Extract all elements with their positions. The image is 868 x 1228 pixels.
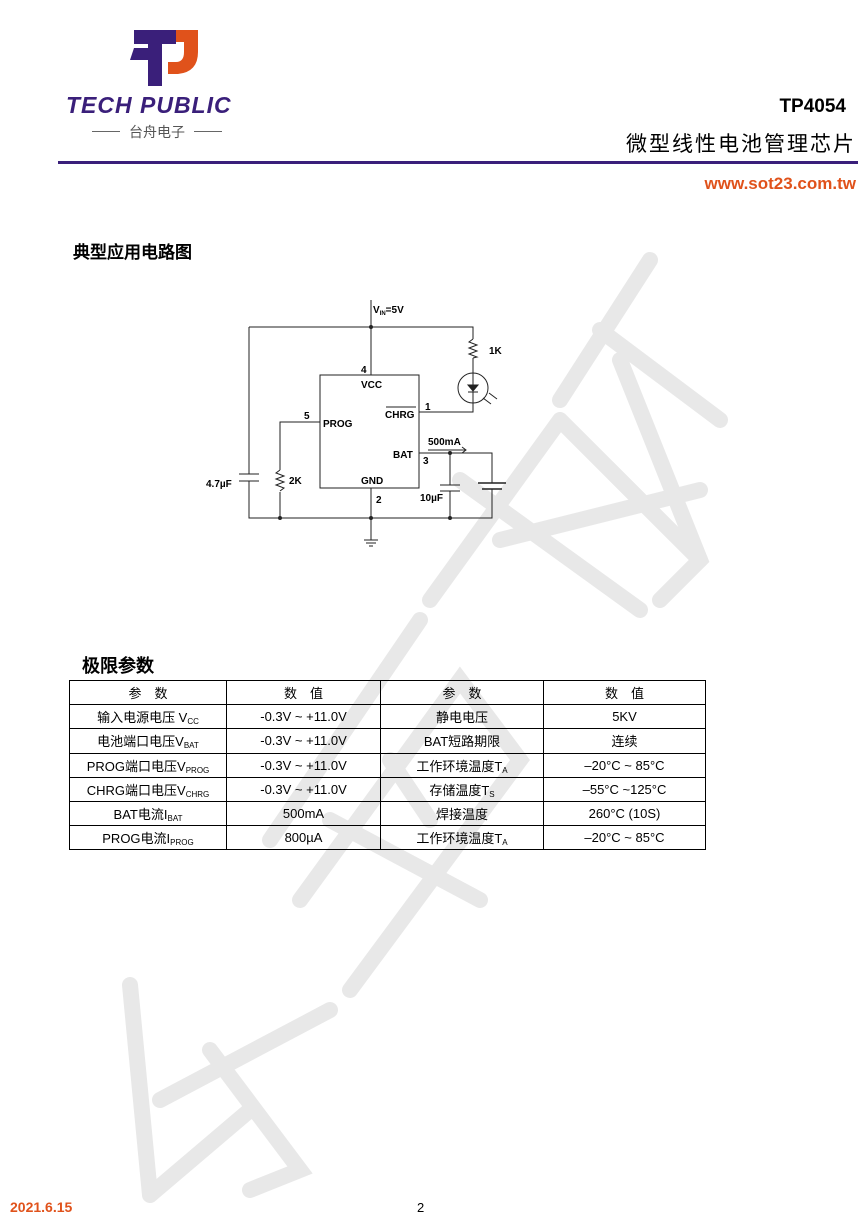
value-cell: -0.3V ~ +11.0V	[226, 728, 381, 754]
header-value: 数 值	[543, 679, 706, 706]
pin-4: 4	[361, 365, 367, 376]
circuit-diagram: VIN=5V 1K 2K 4.7µF 10µF 500mA 4 VCC 5 PR…	[206, 300, 506, 547]
battery	[478, 482, 506, 490]
part-number: TP4054	[779, 96, 846, 117]
brand-name: TECH PUBLIC	[66, 92, 232, 118]
section-title-circuit: 典型应用电路图	[73, 243, 192, 262]
pin-gnd: GND	[361, 476, 383, 487]
value-cell: –20°C ~ 85°C	[543, 825, 706, 851]
pin-5: 5	[304, 411, 310, 422]
pin-chrg: CHRG	[385, 410, 415, 421]
param-cell: PROG端口电压VPROG	[69, 752, 227, 778]
value-cell: -0.3V ~ +11.0V	[226, 704, 381, 730]
r2-label: 2K	[289, 476, 303, 487]
c1-label: 4.7µF	[206, 479, 232, 490]
doc-subtitle: 微型线性电池管理芯片	[626, 132, 856, 156]
junction-dots	[278, 325, 452, 520]
value-cell: 连续	[543, 728, 706, 754]
vin-label: VIN=5V	[373, 305, 404, 317]
param-cell: BAT短路期限	[380, 728, 544, 754]
value-cell: -0.3V ~ +11.0V	[226, 752, 381, 778]
footer-date: 2021.6.15	[10, 1199, 73, 1215]
param-cell: 工作环境温度TA	[380, 752, 544, 778]
pin-2: 2	[376, 495, 382, 506]
param-cell: 输入电源电压 VCC	[69, 704, 227, 730]
param-cell: 电池端口电压VBAT	[69, 728, 227, 754]
absolute-max-ratings-table: 参 数 数 值 参 数 数 值 输入电源电压 VCC-0.3V ~ +11.0V…	[69, 679, 706, 851]
capacitor-10uf	[440, 484, 460, 492]
section-title-limits: 极限参数	[82, 656, 154, 676]
ground-symbol	[364, 539, 378, 547]
current-arrow	[428, 446, 467, 454]
value-cell: 260°C (10S)	[543, 800, 706, 827]
header-value: 数 值	[226, 679, 381, 706]
pin-1: 1	[425, 402, 431, 413]
website-link[interactable]: www.sot23.com.tw	[704, 174, 856, 193]
c2-label: 10µF	[420, 493, 443, 504]
param-cell: 工作环境温度TA	[380, 825, 544, 851]
r1-label: 1K	[489, 346, 503, 357]
value-cell: 500mA	[226, 800, 381, 827]
header-param: 参 数	[380, 679, 544, 706]
value-cell: 5KV	[543, 704, 706, 730]
wires	[248, 300, 493, 540]
param-cell: 焊接温度	[380, 800, 544, 827]
param-cell: 静电电压	[380, 704, 544, 730]
value-cell: –55°C ~125°C	[543, 776, 706, 802]
param-cell: BAT电流IBAT	[69, 800, 227, 827]
page-number: 2	[417, 1200, 425, 1215]
table-header: 参 数 数 值 参 数 数 值	[69, 679, 706, 706]
pin-3: 3	[423, 456, 429, 467]
header-divider	[58, 161, 858, 164]
pin-prog: PROG	[323, 419, 353, 430]
header-param: 参 数	[69, 679, 227, 706]
capacitor-4-7uf	[239, 473, 259, 482]
pin-vcc: VCC	[361, 380, 382, 391]
current-label: 500mA	[428, 437, 461, 448]
param-cell: 存储温度TS	[380, 776, 544, 802]
led-indicator	[457, 372, 498, 405]
company-logo	[130, 30, 198, 86]
pin-bat: BAT	[393, 450, 413, 461]
ic-tp4054	[319, 374, 420, 489]
param-cell: CHRG端口电压VCHRG	[69, 776, 227, 802]
value-cell: -0.3V ~ +11.0V	[226, 776, 381, 802]
resistor-1k	[467, 338, 479, 359]
brand-name-cn: 台舟电子	[92, 122, 222, 142]
resistor-2k	[274, 469, 286, 492]
value-cell: 800µA	[226, 825, 381, 851]
value-cell: –20°C ~ 85°C	[543, 752, 706, 778]
param-cell: PROG电流IPROG	[69, 825, 227, 851]
